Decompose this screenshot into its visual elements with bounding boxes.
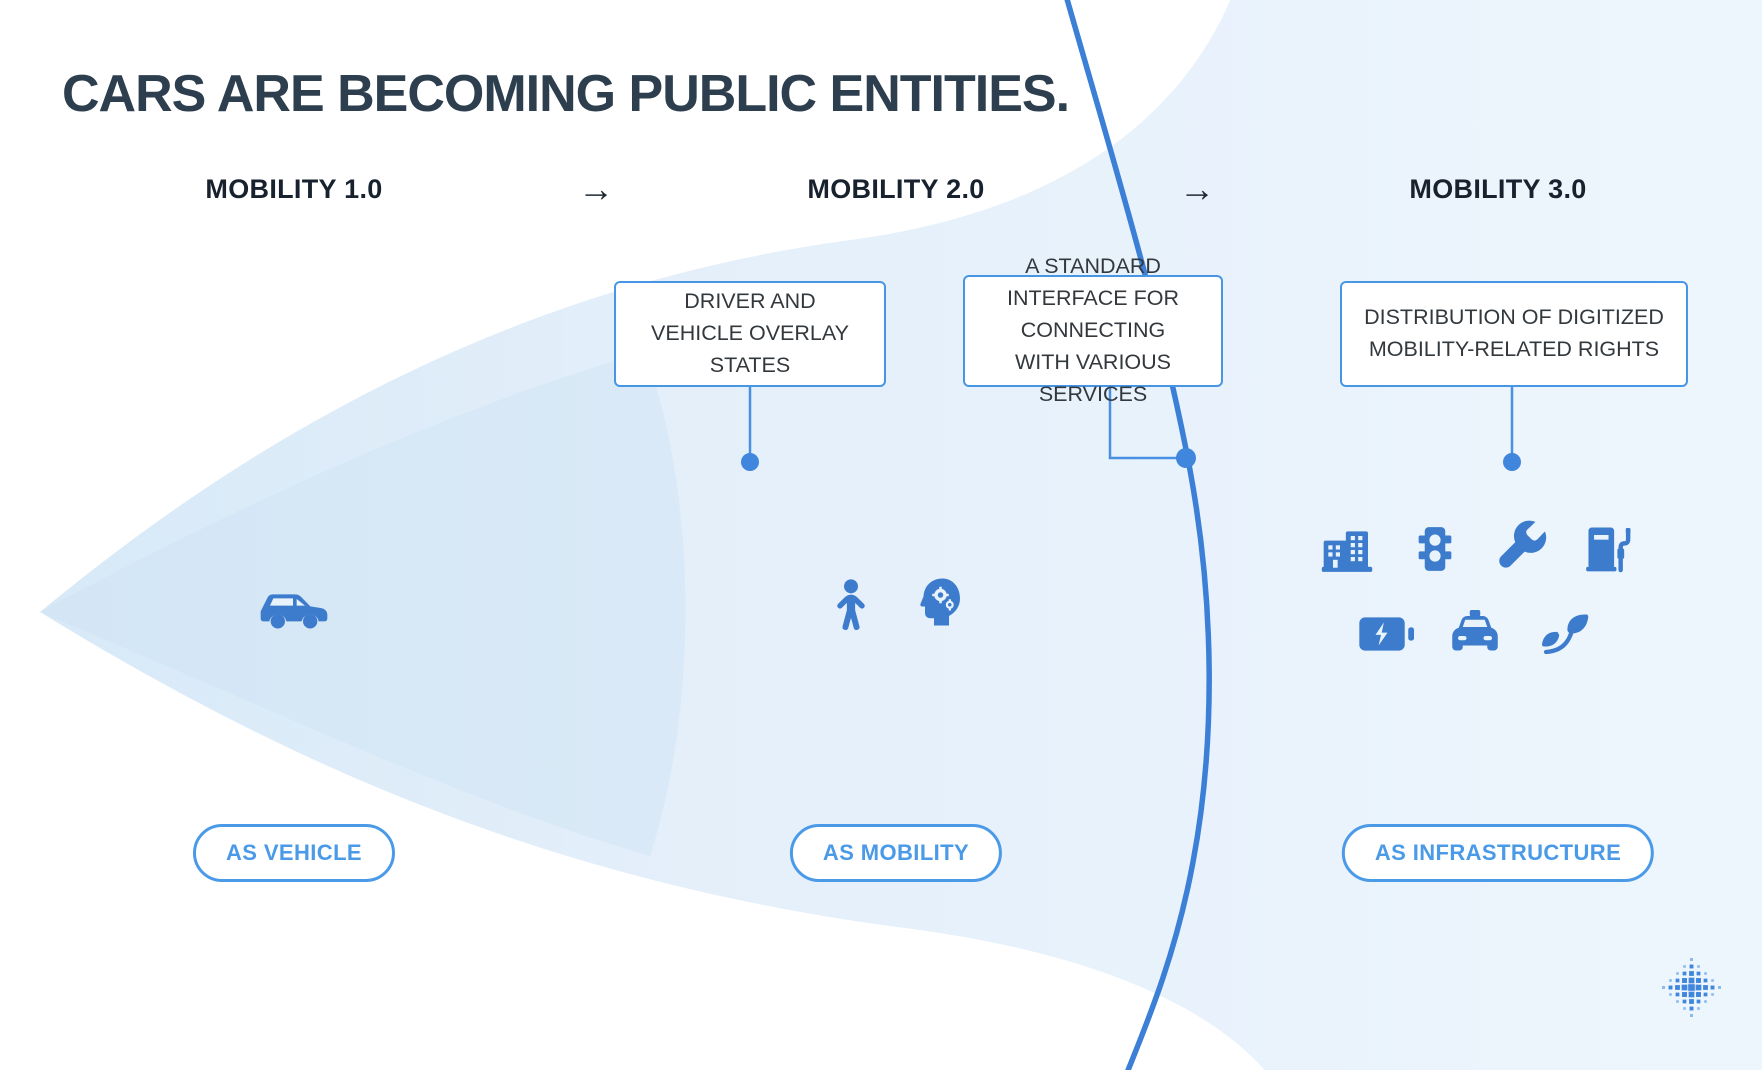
battery-charging-icon (1356, 611, 1418, 657)
leaf-icon (1534, 603, 1594, 663)
arrow-1-to-2-icon: → (578, 168, 614, 209)
pill-as-vehicle: AS VEHICLE (192, 824, 396, 882)
pill-as-infrastructure: AS INFRASTRUCTURE (1341, 824, 1655, 882)
taxi-icon (1445, 603, 1505, 663)
header-mobility-1: MOBILITY 1.0 (205, 174, 383, 204)
beam-core-wedge (40, 352, 686, 856)
header-mobility-3: MOBILITY 3.0 (1409, 174, 1587, 204)
arrow-2-to-3-icon: → (1179, 168, 1215, 209)
traffic-light-icon (1407, 521, 1463, 577)
page-title: CARS ARE BECOMING PUBLIC ENTITIES. (62, 65, 1070, 123)
timeline-curve (1064, 0, 1212, 1070)
wrench-icon (1492, 519, 1550, 577)
cognitive-head-icon (910, 572, 970, 632)
header-mobility-2: MOBILITY 2.0 (807, 174, 985, 204)
callout2-connector (1108, 386, 1180, 460)
pill-as-mobility: AS MOBILITY (789, 824, 1003, 882)
beam-wedge (40, 0, 1762, 1070)
callout-overlay-states: DRIVER AND VEHICLE OVERLAY STATES (614, 281, 886, 387)
callout-digitized-rights: DISTRIBUTION OF DIGITIZED MOBILITY-RELAT… (1340, 281, 1688, 387)
callout2-dot (1176, 448, 1196, 468)
car-icon (254, 584, 334, 632)
callout-standard-interface: A STANDARD INTERFACE FOR CONNECTING WITH… (963, 254, 1223, 406)
callout3-dot (1503, 453, 1521, 471)
fuel-pump-icon (1581, 521, 1637, 577)
halftone-plus-logo (1660, 956, 1724, 1025)
callout1-dot (741, 453, 759, 471)
pedestrian-icon (820, 575, 882, 637)
building-icon (1319, 522, 1375, 578)
